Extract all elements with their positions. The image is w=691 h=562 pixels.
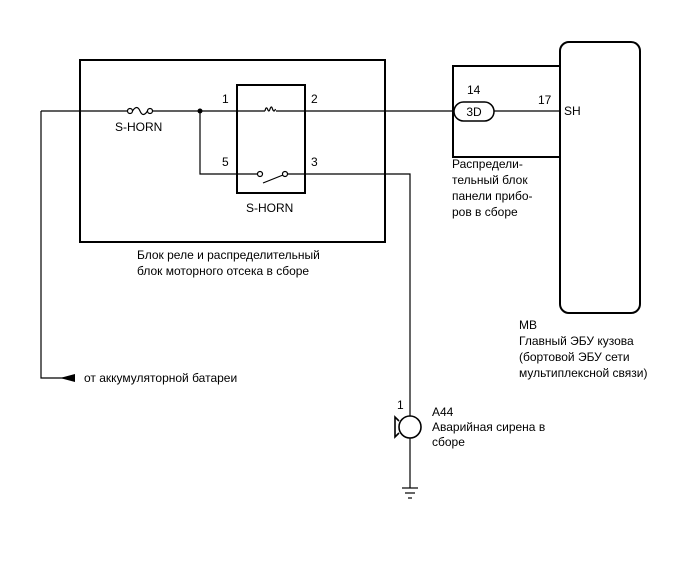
ecu-caption-1: Главный ЭБУ кузова bbox=[519, 334, 634, 348]
relay-coil-icon bbox=[264, 106, 277, 112]
relay-block-caption-1: Блок реле и распределительный bbox=[137, 248, 320, 262]
ecu-code: MB bbox=[519, 318, 537, 332]
fuse-label: S-HORN bbox=[115, 120, 162, 134]
instrument-caption-3: панели прибо- bbox=[452, 189, 533, 203]
instrument-caption-4: ров в сборе bbox=[452, 205, 518, 219]
horn-code: A44 bbox=[432, 405, 454, 419]
ground-icon bbox=[402, 487, 418, 499]
relay-label: S-HORN bbox=[246, 201, 293, 215]
horn-caption-1: Аварийная сирена в bbox=[432, 420, 545, 434]
pin-2-label: 2 bbox=[311, 92, 318, 106]
instrument-caption-1: Распредели- bbox=[452, 157, 523, 171]
relay-block-caption-2: блок моторного отсека в сборе bbox=[137, 264, 309, 278]
relay-switch-icon bbox=[256, 170, 289, 184]
pin-3-label: 3 bbox=[311, 155, 318, 169]
instrument-junction-block bbox=[452, 65, 560, 158]
arrow-left-icon bbox=[60, 374, 75, 382]
pin-5-label: 5 bbox=[222, 155, 229, 169]
engine-relay-block bbox=[79, 59, 386, 243]
pin-1-label: 1 bbox=[222, 92, 229, 106]
battery-label: от аккумуляторной батареи bbox=[84, 371, 237, 385]
horn-caption-2: сборе bbox=[432, 435, 465, 449]
horn-pin-label: 1 bbox=[397, 398, 404, 412]
connector-3d-label: 3D bbox=[466, 105, 482, 119]
ecu-terminal-sh: SH bbox=[564, 104, 581, 118]
fuse-icon bbox=[126, 106, 154, 116]
wire-battery bbox=[40, 111, 75, 379]
relay-box bbox=[236, 84, 306, 194]
ecu-caption-2: (бортовой ЭБУ сети bbox=[519, 350, 630, 364]
pin-14-label: 14 bbox=[467, 83, 481, 97]
ecu-caption-3: мультиплексной связи) bbox=[519, 366, 647, 380]
horn-icon bbox=[394, 415, 422, 439]
wire-pin5 bbox=[199, 111, 258, 175]
pin-17-label: 17 bbox=[538, 93, 552, 107]
instrument-caption-2: тельный блок bbox=[452, 173, 528, 187]
main-body-ecu bbox=[559, 41, 641, 314]
wire-pin3-horn bbox=[287, 173, 411, 416]
